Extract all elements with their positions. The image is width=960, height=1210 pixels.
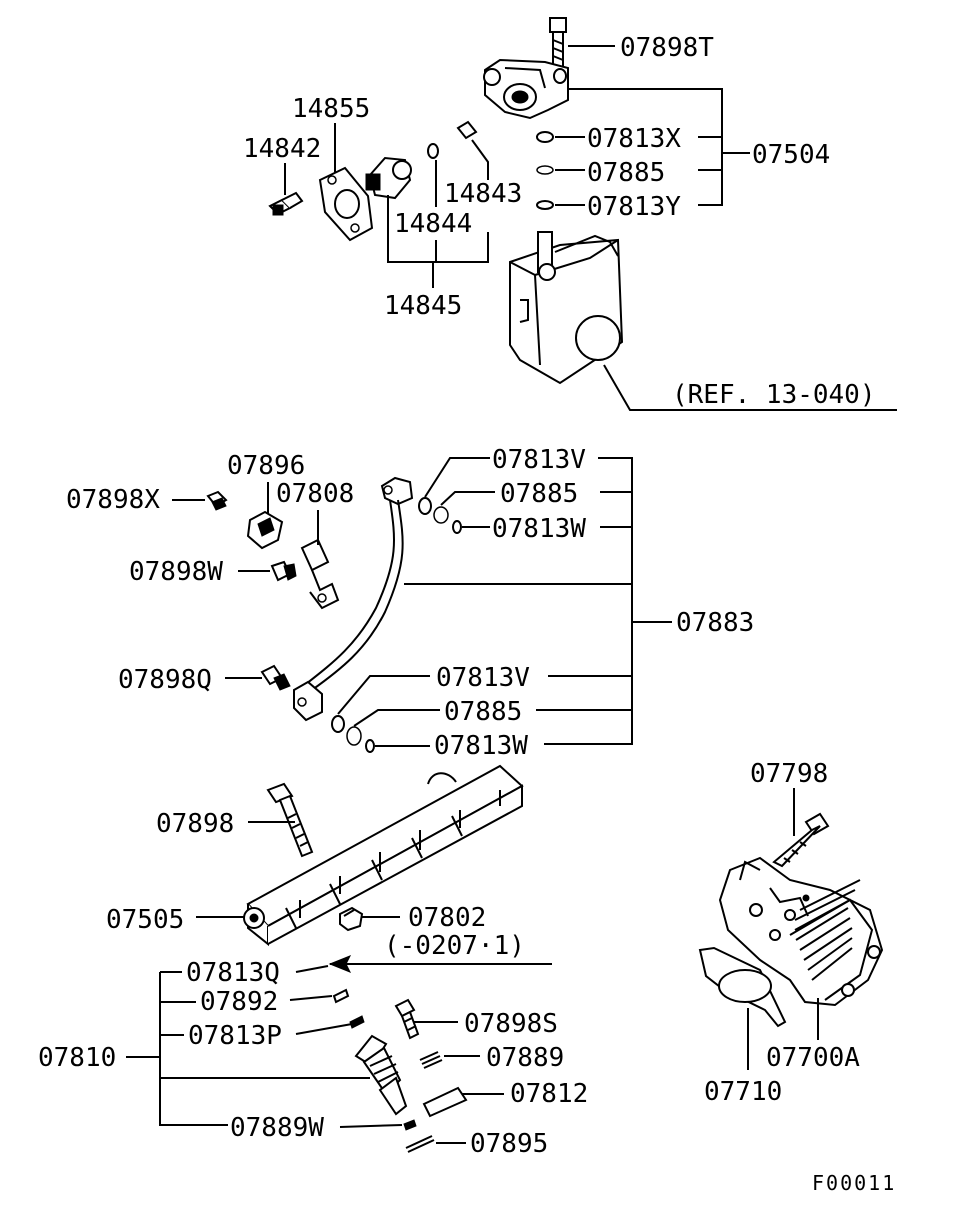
label-07898W: 07898W <box>129 557 223 587</box>
label-07813Q: 07813Q <box>186 958 280 988</box>
label-14855: 14855 <box>292 94 370 124</box>
o-ring-07813V-a <box>418 497 432 515</box>
label-14843: 14843 <box>444 179 522 209</box>
label-07810: 07810 <box>38 1043 116 1073</box>
o-ring-07813V-b <box>331 715 345 733</box>
o-ring-07813Y <box>536 200 554 210</box>
label-07883: 07883 <box>676 608 754 638</box>
label-07812: 07812 <box>510 1079 588 1109</box>
label-07898: 07898 <box>156 809 234 839</box>
label-14842: 14842 <box>243 134 321 164</box>
bracket-07810 <box>126 971 370 1126</box>
o-ring-07813W-a <box>452 520 462 534</box>
leader-ref <box>603 364 897 411</box>
bolt-07898T <box>549 17 567 71</box>
label-07898T: 07898T <box>620 33 714 63</box>
leader-14843 <box>471 139 489 180</box>
washer-07885-c <box>346 726 362 746</box>
leader-07892 <box>289 995 333 1001</box>
label-14845: 14845 <box>384 291 462 321</box>
label-07813V-b: 07813V <box>436 663 530 693</box>
label-07802: 07802 <box>408 903 486 933</box>
figure-code: F00011 <box>812 1171 896 1195</box>
label-07885-c: 07885 <box>444 697 522 727</box>
clip-07896 <box>246 510 284 550</box>
injector <box>354 1034 408 1116</box>
label-07813Y: 07813Y <box>587 192 681 222</box>
label-07898X: 07898X <box>66 485 160 515</box>
label-07700A: 07700A <box>766 1043 860 1073</box>
label-07504: 07504 <box>752 140 830 170</box>
bolt-07898W <box>270 560 297 582</box>
screw-07898X <box>206 490 228 511</box>
label-07895: 07895 <box>470 1129 548 1159</box>
leader-07813V-b <box>337 675 430 715</box>
washer-07885-b <box>433 506 449 524</box>
fuel-rail-07505 <box>243 764 524 947</box>
leader-07885-b <box>440 491 495 506</box>
label-07889: 07889 <box>486 1043 564 1073</box>
label-07889W: 07889W <box>230 1113 324 1143</box>
pressure-regulator-07504 <box>483 58 569 120</box>
seal-07889W <box>403 1119 417 1131</box>
bracket-07883 <box>404 457 672 745</box>
label-07898S: 07898S <box>464 1009 558 1039</box>
label-07898Q: 07898Q <box>118 665 212 695</box>
leader-07813Q <box>295 965 329 973</box>
throttle-body-07700A <box>718 856 884 1007</box>
arrow-head-date <box>328 955 352 973</box>
label-07896: 07896 <box>227 451 305 481</box>
seal-07892 <box>332 988 350 1004</box>
bolt-07798 <box>772 812 830 868</box>
label-14844: 14844 <box>394 209 472 239</box>
label-07813V-a: 07813V <box>492 445 586 475</box>
label-date: (-0207·1) <box>384 931 525 961</box>
bracket-07808 <box>300 538 340 610</box>
clip-07895 <box>405 1135 435 1153</box>
cap-07812 <box>422 1086 468 1118</box>
o-ring-14844 <box>427 143 439 159</box>
fuel-pump-body <box>509 231 624 385</box>
o-ring-07813W-b <box>365 739 375 753</box>
label-07813W-a: 07813W <box>492 514 586 544</box>
label-07892: 07892 <box>200 987 278 1017</box>
o-ring-07813P <box>349 1015 365 1029</box>
label-07885-top: 07885 <box>587 158 665 188</box>
label-07813P: 07813P <box>188 1021 282 1051</box>
gasket-14855 <box>318 166 374 242</box>
spring-07889 <box>419 1051 443 1069</box>
leader-07885-c <box>353 709 440 727</box>
label-07813X: 07813X <box>587 124 681 154</box>
label-07798: 07798 <box>750 759 828 789</box>
bracket-07504 <box>568 88 750 206</box>
washer-07885-top <box>536 165 554 175</box>
o-ring-07813X <box>536 131 554 143</box>
gasket-07710 <box>698 946 787 1028</box>
leader-07813V-a <box>424 457 490 498</box>
label-07885-b: 07885 <box>500 479 578 509</box>
label-07505: 07505 <box>106 905 184 935</box>
spacer-07802 <box>339 906 364 932</box>
bracket-14845 <box>387 195 489 288</box>
bolt-14842 <box>268 191 304 216</box>
label-07710: 07710 <box>704 1077 782 1107</box>
washer-14843 <box>456 120 478 140</box>
label-ref: (REF. 13-040) <box>672 380 876 410</box>
sensor-14845 <box>365 156 412 200</box>
bolt-07898Q <box>260 664 291 691</box>
label-07808: 07808 <box>276 479 354 509</box>
label-07813W-b: 07813W <box>434 731 528 761</box>
leader-07813P <box>295 1023 353 1035</box>
leader-07889W <box>339 1124 403 1128</box>
bolt-07898 <box>266 782 314 858</box>
bolt-07898S <box>394 998 420 1040</box>
fuel-pipe-07883 <box>293 476 414 722</box>
